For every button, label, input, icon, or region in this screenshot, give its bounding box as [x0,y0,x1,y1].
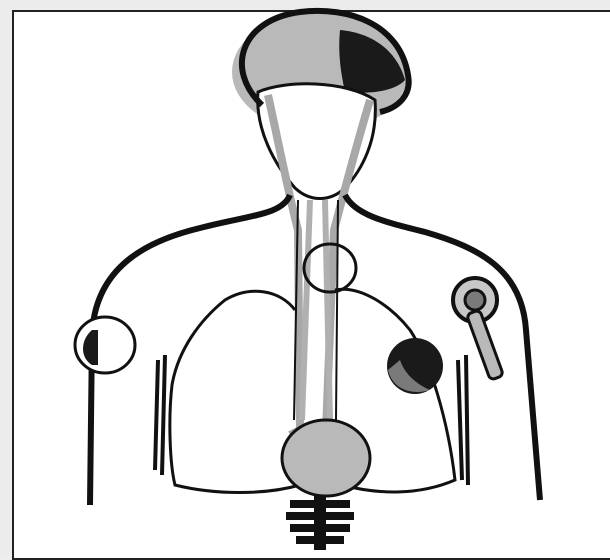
lower-spine [286,495,354,550]
right-shoulder-outline [345,195,540,500]
left-lung [170,291,300,492]
left-rib-line [155,355,165,475]
right-rib-line [458,355,468,485]
device-stem [466,310,503,381]
device-inner [465,290,485,310]
abdominal-organ [282,420,370,496]
